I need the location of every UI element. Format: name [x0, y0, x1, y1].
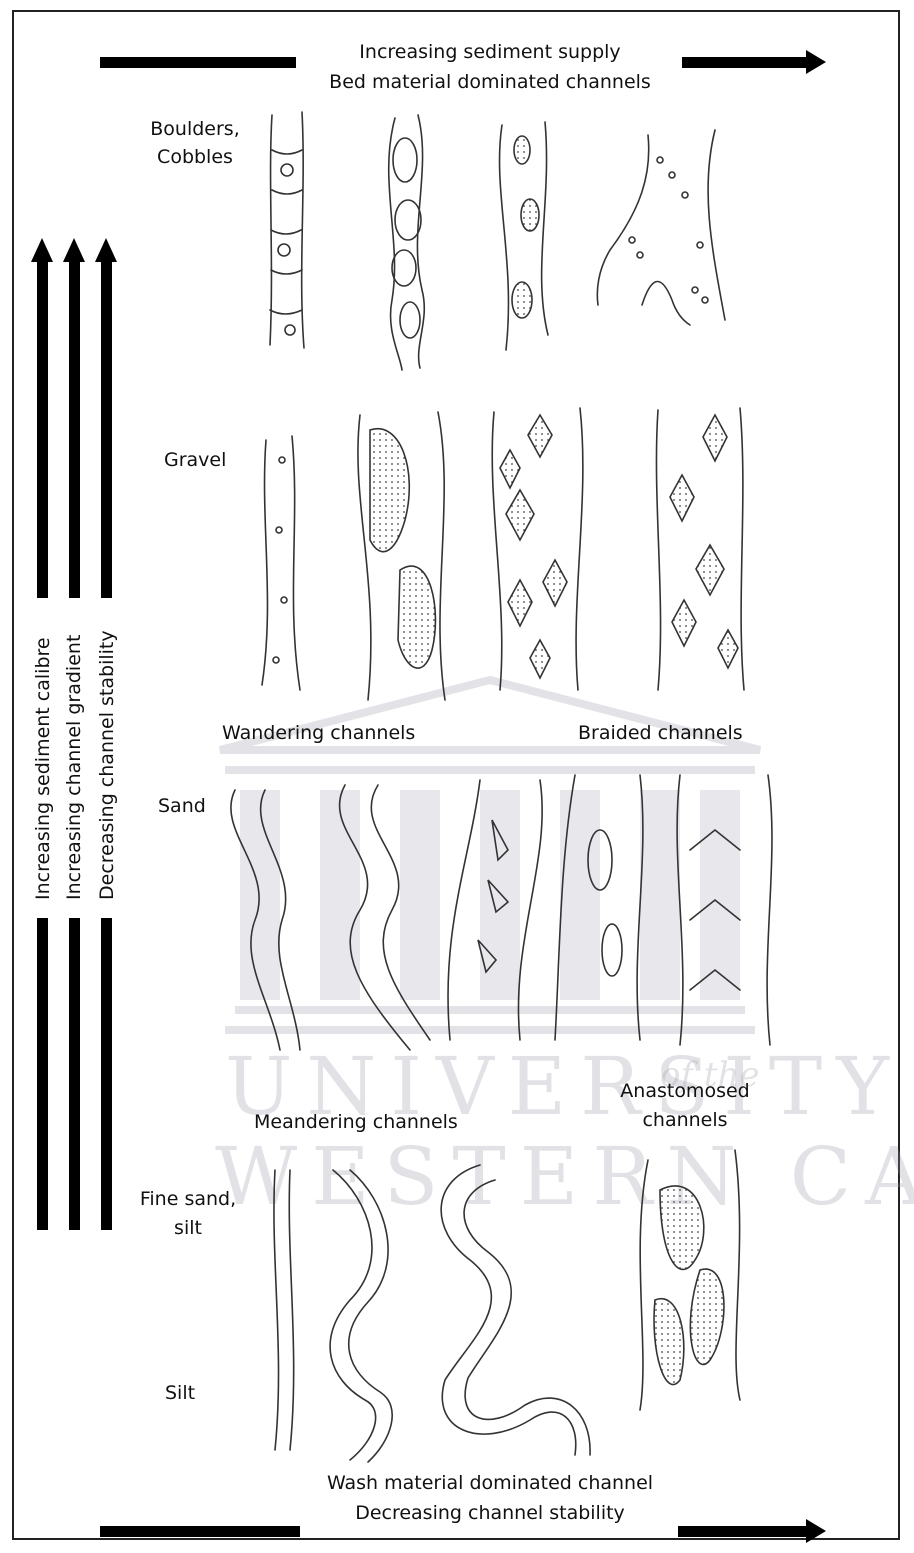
bottom-caption-line2: Decreasing channel stability	[300, 1501, 680, 1527]
left-axis-label-1: Increasing sediment calibre	[32, 637, 54, 900]
row-label-finesand-2: silt	[128, 1216, 248, 1242]
row-label-finesand-1: Fine sand,	[128, 1187, 248, 1213]
row-label-sand: Sand	[158, 794, 206, 820]
top-left-bar	[100, 57, 296, 68]
left-arrow2-upper	[69, 258, 80, 598]
top-right-arrow-shaft	[682, 57, 810, 68]
left-arrow1-upper	[37, 258, 48, 598]
left-arrow2-lower	[69, 918, 80, 1230]
bottom-left-bar	[100, 1526, 300, 1537]
figure-frame	[12, 10, 900, 1540]
row-label-boulders-1: Boulders,	[140, 117, 250, 143]
top-caption-line2: Bed material dominated channels	[290, 70, 690, 96]
left-arrow1-lower	[37, 918, 48, 1230]
row-label-gravel: Gravel	[164, 448, 226, 474]
watermark-western-cape: WESTERN CAPE	[215, 1130, 914, 1223]
label-braided-channels: Braided channels	[578, 721, 743, 747]
left-arrow3-upper	[101, 258, 112, 598]
label-anastomosed-2: channels	[600, 1108, 770, 1134]
row-label-boulders-2: Cobbles	[140, 145, 250, 171]
bottom-caption-line1: Wash material dominated channel	[290, 1471, 690, 1497]
top-caption-line1: Increasing sediment supply	[300, 40, 680, 66]
label-wandering-channels: Wandering channels	[222, 721, 415, 747]
label-anastomosed-1: Anastomosed	[600, 1079, 770, 1105]
bottom-right-arrow-shaft	[678, 1526, 810, 1537]
left-axis-label-2: Increasing channel gradient	[63, 635, 85, 900]
row-label-silt: Silt	[165, 1381, 195, 1407]
left-arrow3-lower	[101, 918, 112, 1230]
left-axis-label-3: Decreasing channel stability	[96, 630, 118, 900]
label-meandering-channels: Meandering channels	[254, 1110, 458, 1136]
